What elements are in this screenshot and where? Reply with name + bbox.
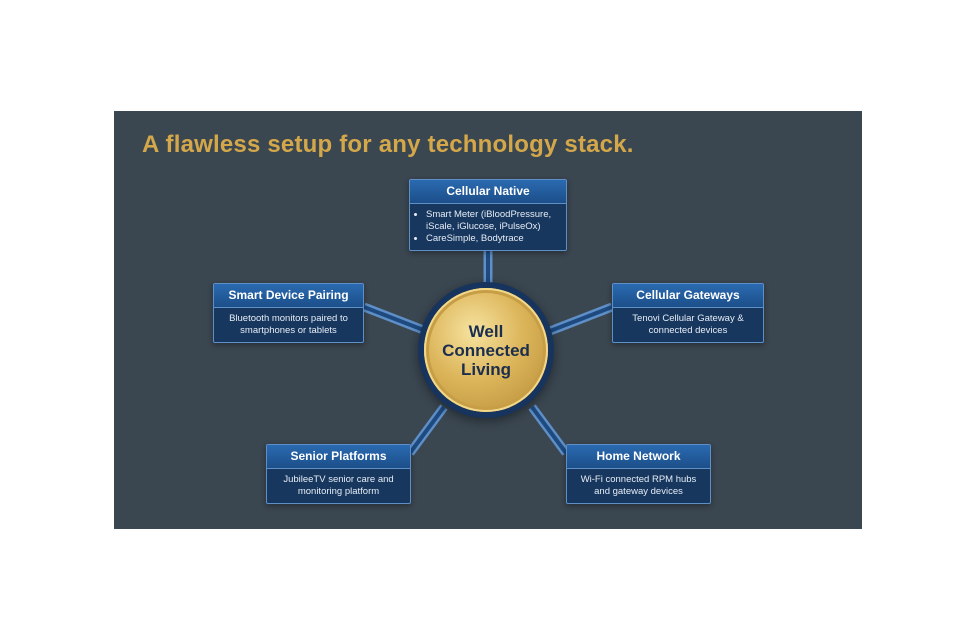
node-bullet: Smart Meter (iBloodPressure, iScale, iGl… [426,209,560,233]
node-body: JubileeTV senior care and monitoring pla… [283,474,394,497]
node-home-network: Home Network Wi-Fi connected RPM hubs an… [566,444,711,504]
node-body: Wi-Fi connected RPM hubs and gateway dev… [580,474,697,497]
node-senior-platforms: Senior Platforms JubileeTV senior care a… [266,444,411,504]
node-heading: Cellular Native [410,180,566,204]
node-cellular-native: Cellular Native Smart Meter (iBloodPress… [409,179,567,251]
node-smart-device-pairing: Smart Device Pairing Bluetooth monitors … [213,283,364,343]
node-heading: Smart Device Pairing [214,284,363,308]
connector-lines [362,246,614,456]
node-cellular-gateways: Cellular Gateways Tenovi Cellular Gatewa… [612,283,764,343]
hub-label: Connected [442,340,530,360]
hub-label: Living [460,359,512,379]
hub-medallion: Well Connected Living [418,282,554,418]
node-heading: Senior Platforms [267,445,410,469]
slide-title: A flawless setup for any technology stac… [142,131,634,158]
diagram-slide: A flawless setup for any technology stac… [114,111,862,529]
hub-label: Well [468,321,504,341]
node-body: Bluetooth monitors paired to smartphones… [229,313,348,336]
node-heading: Home Network [567,445,710,469]
node-body: Tenovi Cellular Gateway & connected devi… [632,313,744,336]
node-heading: Cellular Gateways [613,284,763,308]
node-bullet: CareSimple, Bodytrace [426,233,560,245]
node-bullet-list: Smart Meter (iBloodPressure, iScale, iGl… [416,209,560,245]
